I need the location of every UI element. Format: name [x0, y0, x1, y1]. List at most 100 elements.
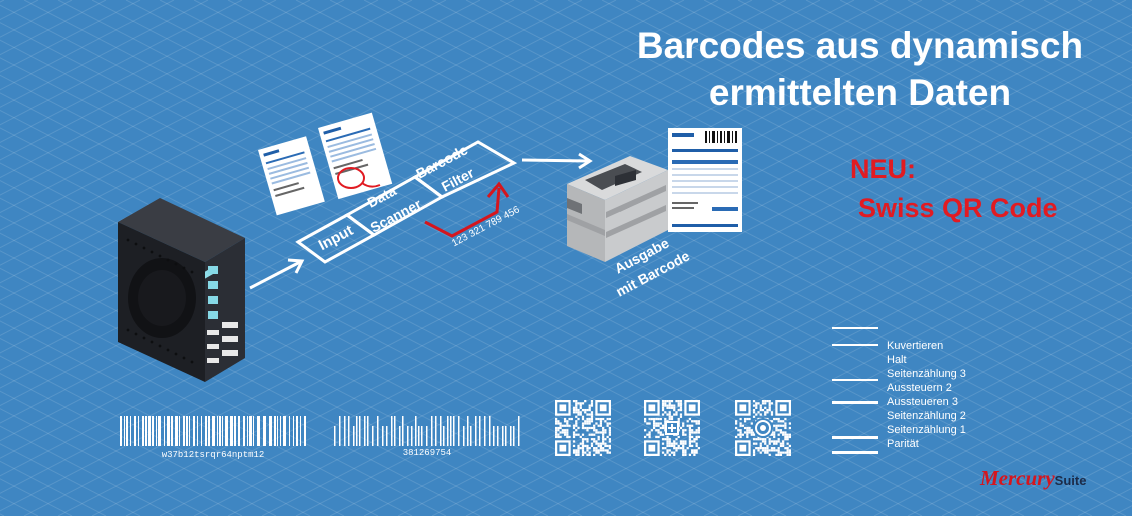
omr-legend: Kuvertieren Halt Seitenzählung 3 Aussteu…: [832, 322, 1012, 462]
input-documents: [258, 112, 393, 216]
barcode-bar: [458, 416, 460, 446]
barcode-bar: [497, 426, 499, 446]
barcode-bar: [431, 416, 433, 446]
barcode-bar: [505, 426, 507, 446]
barcode-bar: [475, 416, 477, 446]
omr-label: Seitenzählung 1: [887, 424, 966, 436]
omr-label: Seitenzählung 2: [887, 410, 966, 422]
barcode-bar: [280, 416, 281, 446]
barcode-bar: [230, 416, 233, 446]
barcode-bar: [382, 426, 384, 446]
barcode-bar: [348, 416, 350, 446]
barcode-bar: [130, 416, 131, 446]
barcode-bar: [225, 416, 228, 446]
barcode-bar: [205, 416, 207, 446]
barcode-bar: [179, 416, 180, 446]
barcode-bar: [124, 416, 125, 446]
barcode-bar: [484, 416, 486, 446]
barcode-bar: [421, 426, 423, 446]
barcode-bar: [440, 416, 442, 446]
barcode-bar: [243, 416, 245, 446]
barcode-bar: [217, 416, 218, 446]
announcement-line-1: NEU:: [850, 154, 916, 184]
barcode-bar: [510, 426, 512, 446]
barcode-bar: [193, 416, 195, 446]
omr-mark-line: [832, 436, 878, 439]
barcode-bar: [126, 416, 128, 446]
barcode-bar: [435, 416, 437, 446]
barcode-bar: [304, 416, 306, 446]
barcode-bar: [167, 416, 170, 446]
arrow-filter-to-printer: [521, 152, 593, 170]
barcode-bar: [277, 416, 278, 446]
barcode-bar: [513, 426, 515, 446]
barcode-bar: [189, 416, 190, 446]
omr-label: Aussteueren 3: [887, 396, 958, 408]
barcode-bar: [463, 426, 465, 446]
omr-mark-line: [832, 344, 878, 346]
barcode-bar: [502, 426, 504, 446]
barcode-bar: [450, 416, 452, 446]
code128-barcode: [120, 416, 306, 446]
barcode-bar: [334, 426, 336, 446]
barcode-bar: [411, 426, 413, 446]
barcode-bar: [447, 416, 449, 446]
barcode-bar: [359, 416, 361, 446]
number-label: 123 321 789 456: [450, 204, 522, 249]
announcement: NEU: Swiss QR Code: [850, 150, 1058, 228]
barcode-bar: [186, 416, 188, 446]
pipeline-boxes: [295, 140, 518, 264]
arrow-server-to-input: [249, 258, 305, 290]
barcode-bar: [253, 416, 254, 446]
barcode-bar: [164, 416, 165, 446]
headline: Barcodes aus dynamisch ermittelten Daten: [600, 22, 1120, 116]
barcode-bar: [219, 416, 221, 446]
code25-caption: 381269754: [402, 448, 452, 458]
swiss-qr-code: [644, 400, 700, 456]
barcode-bar: [257, 416, 260, 446]
barcode-bar: [356, 416, 358, 446]
omr-mark-line: [832, 451, 878, 454]
barcode-bar: [493, 426, 495, 446]
barcode-bar: [289, 416, 290, 446]
server-icon: [118, 198, 245, 382]
barcode-bar: [263, 416, 266, 446]
printer-icon: [567, 156, 668, 262]
barcode-bar: [183, 416, 185, 446]
barcode-bar: [453, 416, 455, 446]
barcode-bar: [158, 416, 161, 446]
barcode-bar: [134, 416, 136, 446]
barcode-bar: [443, 426, 445, 446]
barcode-bar: [238, 416, 240, 446]
headline-line-1: Barcodes aus dynamisch: [636, 25, 1084, 66]
barcode-bar: [208, 416, 210, 446]
barcode-bar: [269, 416, 272, 446]
barcode-bar: [339, 416, 341, 446]
barcode-bar: [470, 426, 472, 446]
omr-label: Halt: [887, 354, 907, 366]
barcode-bar: [418, 426, 420, 446]
barcode-bar: [274, 416, 276, 446]
barcode-bar: [148, 416, 151, 446]
barcode-bar: [364, 416, 366, 446]
omr-mark-line: [832, 379, 878, 381]
barcode-bar: [201, 416, 202, 446]
barcode-bar: [377, 416, 379, 446]
barcode-bar: [479, 416, 481, 446]
omr-label: Parität: [887, 438, 919, 450]
barcode-bar: [467, 416, 469, 446]
omr-mark-line: [832, 327, 878, 329]
barcode-bar: [296, 416, 298, 446]
barcode-bar: [367, 416, 369, 446]
barcode-bar: [222, 416, 223, 446]
barcode-bar: [247, 416, 248, 446]
brand-suffix: Suite: [1054, 473, 1087, 488]
barcode-bar: [372, 426, 374, 446]
barcode-bar: [391, 416, 393, 446]
barcode-bar: [145, 416, 147, 446]
barcode-bar: [394, 416, 396, 446]
barcode-bar: [197, 416, 198, 446]
omr-label: Aussteuern 2: [887, 382, 952, 394]
barcode-bar: [386, 426, 388, 446]
